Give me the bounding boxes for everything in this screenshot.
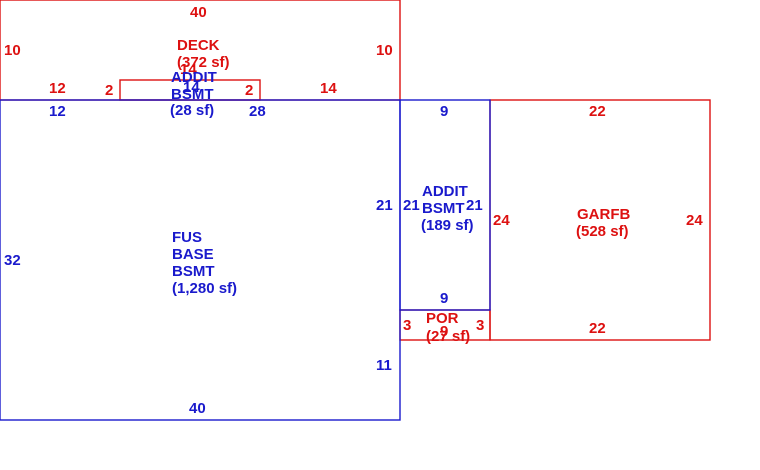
addit-right-label-2: BSMT (422, 200, 465, 217)
fus-left-dim: 32 (4, 252, 21, 269)
addit-small-label-2: BSMT (171, 86, 214, 103)
fus-right-upper-dim: 21 (376, 197, 393, 214)
addit-small-inner-dim: 14 (183, 79, 200, 96)
garfb-bottom-dim: 22 (589, 320, 606, 337)
deck-bottom-left-dim: 12 (49, 80, 66, 97)
fus-label-2: BASE (172, 246, 214, 263)
addit-right-right-dim: 21 (466, 197, 483, 214)
deck-left-dim: 10 (4, 42, 21, 59)
garfb-left-dim: 24 (493, 212, 510, 229)
deck-inner-dim: 14 (180, 61, 197, 78)
fus-label-3: BSMT (172, 263, 215, 280)
addit-small-right-dim: 2 (245, 82, 253, 99)
addit-small-left-dim: 2 (105, 82, 113, 99)
fus-area: (1,280 sf) (172, 280, 237, 297)
fus-bottom-dim: 40 (189, 400, 206, 417)
garfb-top-dim: 22 (589, 103, 606, 120)
deck-right-dim: 10 (376, 42, 393, 59)
por-right-dim: 3 (476, 317, 484, 334)
por-area: (27 sf) (426, 328, 470, 345)
fus-top-right-dim: 28 (249, 103, 266, 120)
addit-right-area: (189 sf) (421, 217, 474, 234)
por-inner-dim: 9 (440, 323, 448, 340)
addit-right-left-dim: 21 (403, 197, 420, 214)
por-label: POR (426, 310, 459, 327)
addit-right-outline (399, 99, 491, 311)
por-left-dim: 3 (403, 317, 411, 334)
garfb-label: GARFB (577, 206, 630, 223)
addit-right-top-dim: 9 (440, 103, 448, 120)
addit-small-label-1: ADDIT (171, 69, 217, 86)
deck-area: (372 sf) (177, 54, 230, 71)
fus-top-left-dim: 12 (49, 103, 66, 120)
garfb-area: (528 sf) (576, 223, 629, 240)
addit-right-bottom-dim: 9 (440, 290, 448, 307)
deck-top-dim: 40 (190, 4, 207, 21)
deck-bottom-right-dim: 14 (320, 80, 337, 97)
garfb-right-dim: 24 (686, 212, 703, 229)
deck-label: DECK (177, 37, 220, 54)
fus-right-lower-dim: 11 (376, 357, 392, 374)
fus-label-1: FUS (172, 229, 202, 246)
addit-small-area: (28 sf) (170, 102, 214, 119)
addit-right-label-1: ADDIT (422, 183, 468, 200)
